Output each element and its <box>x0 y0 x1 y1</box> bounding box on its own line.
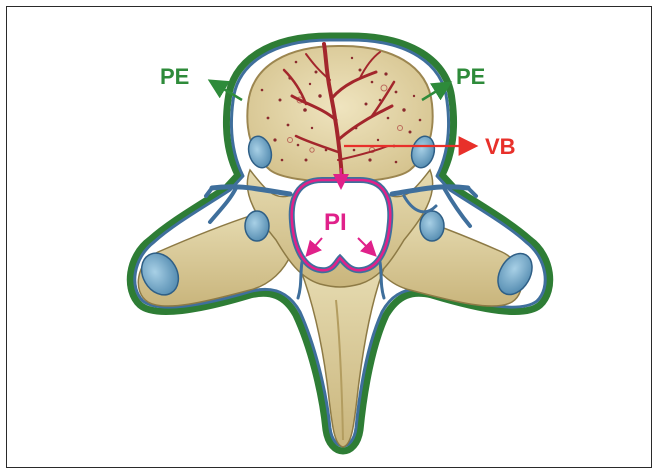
label-pi: PI <box>324 209 347 236</box>
label-vb: VB <box>485 134 516 159</box>
label-pe-left: PE <box>160 64 189 89</box>
label-pe-right: PE <box>456 64 485 89</box>
